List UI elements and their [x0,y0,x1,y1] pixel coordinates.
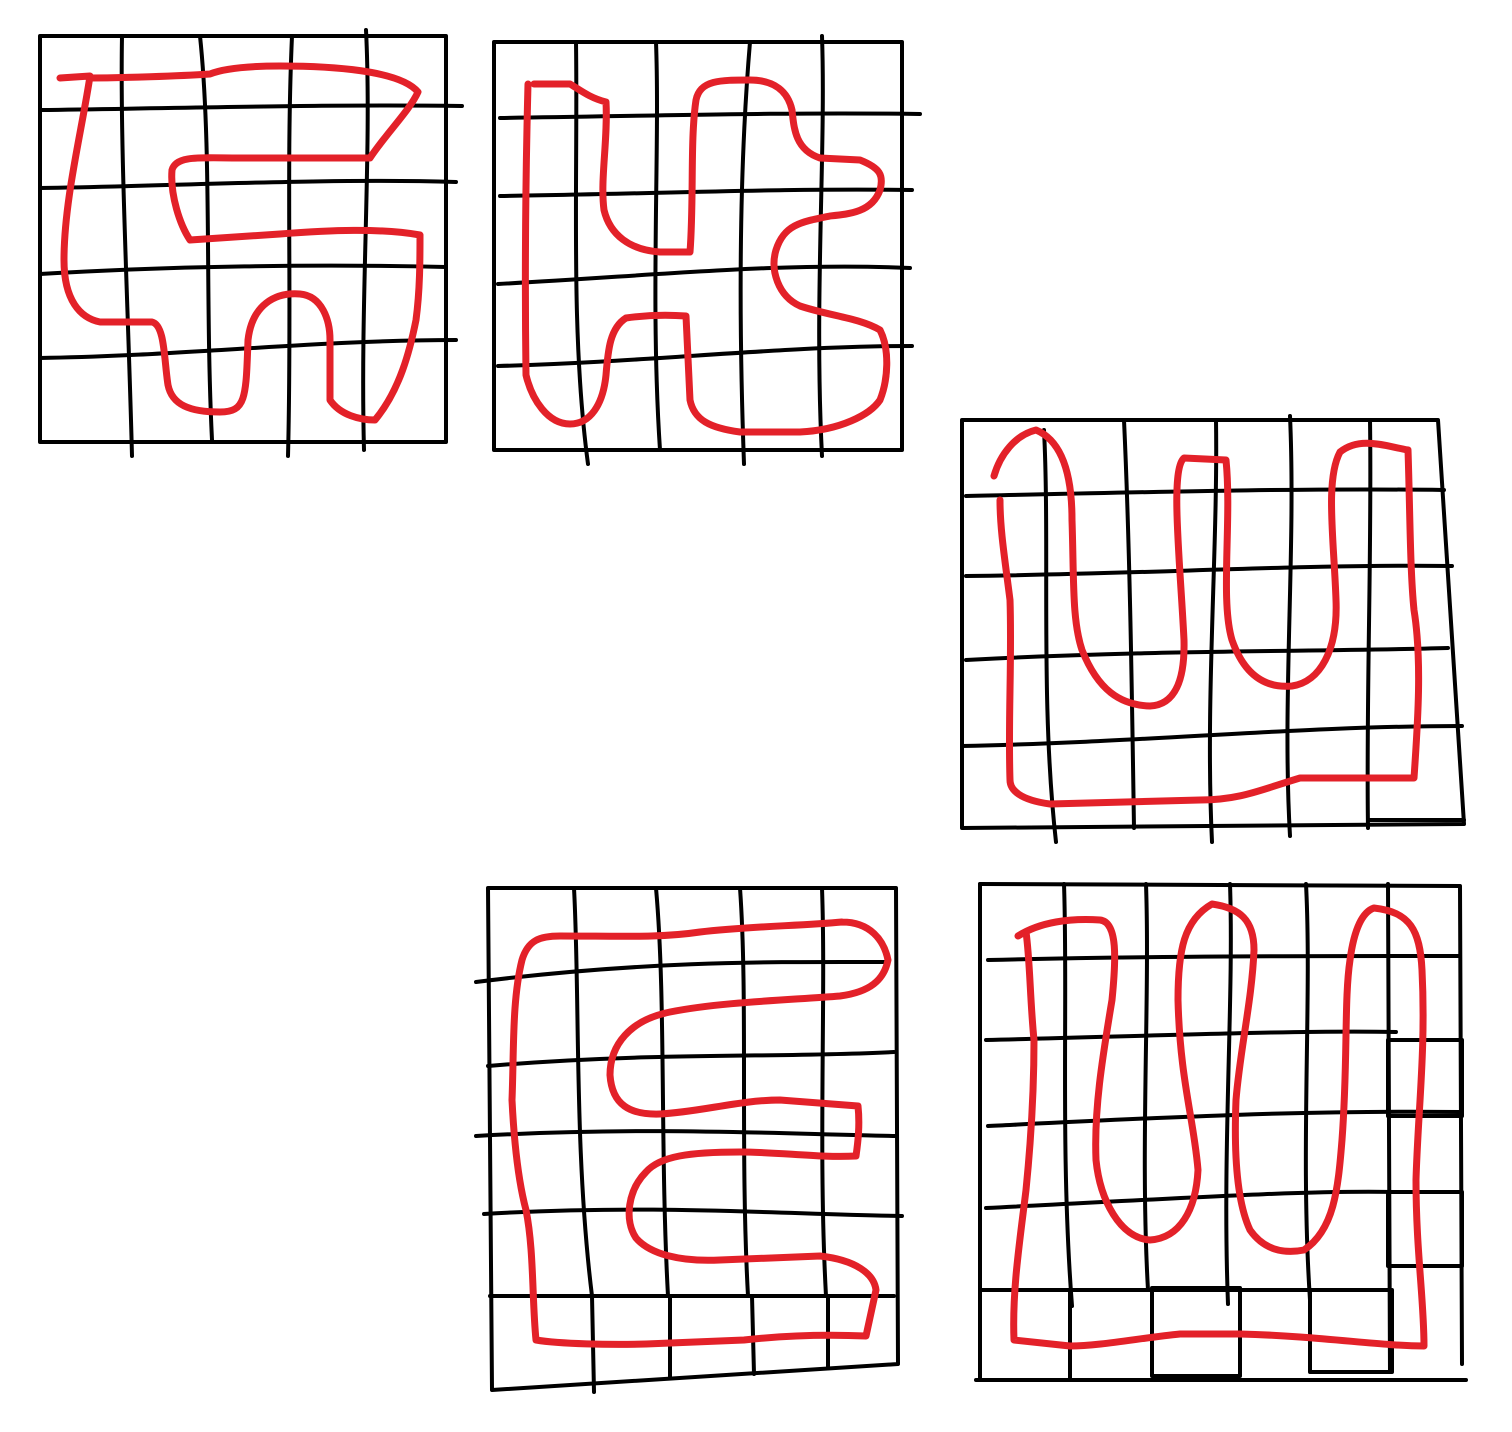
puzzle-4-hline [482,1207,904,1218]
puzzle-5-vline [1303,882,1312,1302]
puzzle-4-vline [654,886,670,1298]
puzzle-1-hline [38,103,464,112]
puzzle-5-hline [986,954,1462,962]
puzzle-2-border [492,40,904,452]
puzzle-3-vline [1365,418,1373,830]
puzzle-3 [960,414,1466,844]
puzzle-5-loop [1010,900,1428,1350]
puzzle-1-grid [38,28,464,458]
puzzle-4-hline [486,1050,896,1068]
puzzle-5-vline [1062,882,1074,1308]
puzzle-4 [474,886,904,1394]
puzzle-4-grid [474,886,904,1394]
puzzle-2-vline [817,34,825,458]
puzzle-4-loop [508,918,892,1348]
puzzle-2-grid [492,34,922,466]
puzzle-5-low-box [1308,1288,1394,1374]
puzzle-5-hline [984,1189,1396,1210]
puzzle-4-hline [474,959,890,984]
puzzle-3-hline [964,646,1450,662]
puzzle-1-vline [286,34,294,458]
puzzle-5 [974,882,1468,1382]
puzzle-2-hline [496,264,912,286]
puzzle-4-vline [820,886,828,1298]
puzzle-5-vline [1142,882,1150,1292]
puzzle-1-hline [38,263,448,276]
puzzle-2 [492,34,922,466]
puzzle-2-vline [653,40,662,452]
puzzle-1-vline [361,28,370,452]
puzzle-2-hline [498,111,922,120]
puzzle-3-vline [1285,414,1294,838]
puzzle-5-hline [986,1109,1462,1128]
puzzle-2-hline [496,344,914,368]
puzzle-4-vline [572,886,594,1298]
puzzle-4-hline [474,1129,898,1138]
puzzle-1 [38,28,464,458]
puzzle-1-loop [56,62,424,424]
puzzle-2-vline [738,40,752,466]
puzzle-3-border [960,418,1466,830]
puzzle-3-vline [1207,418,1219,844]
puzzle-5-side-box [1386,1190,1464,1268]
puzzle-5-hline [984,1029,1398,1042]
puzzle-5-vline [1224,882,1233,1306]
puzzle-2-vline [573,40,590,466]
puzzle-3-vline [1122,418,1136,830]
puzzle-3-hline [960,724,1464,748]
puzzle-3-vline [1042,428,1058,844]
puzzle-1-hline [38,178,458,190]
puzzle-3-hline [964,563,1454,578]
puzzle-2-loop [521,76,891,436]
puzzle-3-hline [964,487,1446,498]
puzzle-2-hline [498,187,914,198]
puzzle-1-border [38,34,448,444]
puzzle-4-border [486,886,900,1392]
puzzle-4-vline-low [750,1294,756,1376]
puzzle-1-vline [119,34,134,458]
puzzle-5-grid [974,882,1468,1382]
puzzle-4-vline [738,886,750,1298]
puzzle-1-vline [198,34,214,442]
puzzle-3-loop [990,426,1423,808]
